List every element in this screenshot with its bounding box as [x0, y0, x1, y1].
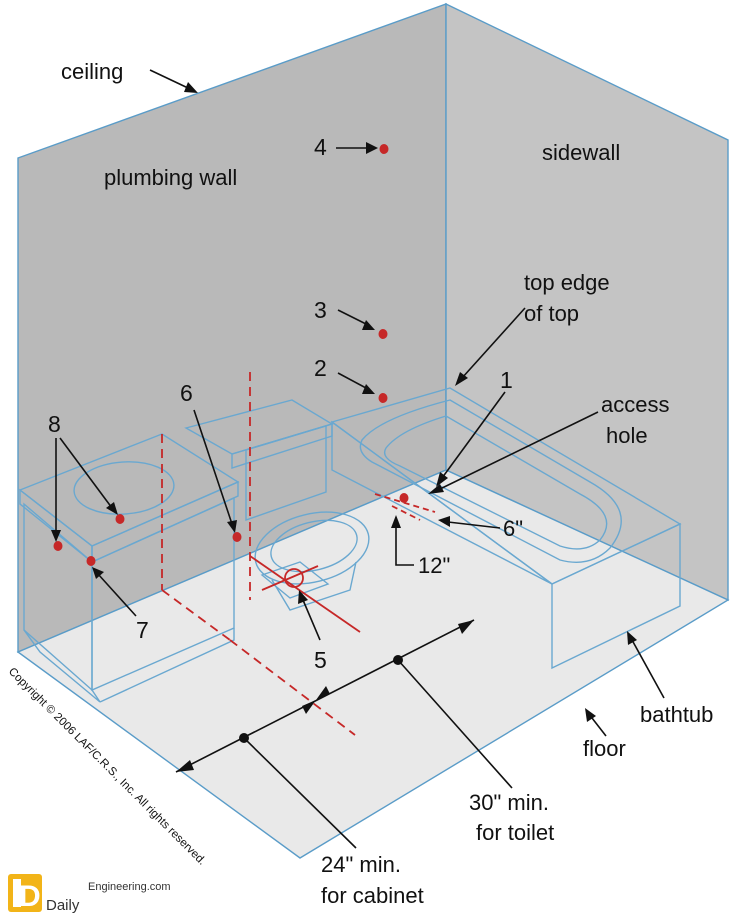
brand-watermark: D Daily Engineering.com: [8, 874, 171, 914]
brand-logo-icon: D: [8, 874, 42, 913]
bathtub-fixture: [330, 387, 682, 670]
label-bathtub: bathtub: [640, 702, 713, 727]
marker-4: 4: [314, 134, 327, 160]
label-plumbing-wall: plumbing wall: [104, 165, 237, 190]
toilet-tank: [245, 425, 327, 521]
point-1: [399, 493, 409, 503]
point-8a: [115, 514, 125, 524]
label-toilet-min-2: for toilet: [476, 820, 554, 845]
marker-3: 3: [314, 297, 327, 323]
floor-surface: [16, 469, 730, 859]
marker-7: 7: [136, 617, 149, 643]
toilet-drain-center: [284, 568, 304, 588]
point-4: [379, 144, 389, 154]
label-sidewall: sidewall: [542, 140, 620, 165]
vanity-sink-basin: [73, 461, 175, 515]
label-top-edge-2: of top: [524, 301, 579, 326]
leader-arrows: [51, 69, 665, 849]
marker-6: 6: [180, 380, 193, 406]
point-2: [378, 393, 388, 403]
brand-name: Daily: [46, 897, 80, 914]
label-top-edge-1: top edge: [524, 270, 610, 295]
marker-8: 8: [48, 411, 61, 437]
point-3: [378, 329, 388, 339]
label-cabinet-min-1: 24" min.: [321, 852, 401, 877]
svg-text:D: D: [19, 880, 41, 913]
brand-site: Engineering.com: [88, 881, 171, 893]
marker-5: 5: [314, 647, 327, 673]
point-8b: [53, 541, 63, 551]
marker-1: 1: [500, 367, 513, 393]
label-toilet-min-1: 30" min.: [469, 790, 549, 815]
layout-lines: [161, 372, 436, 736]
label-access-1: access: [601, 392, 669, 417]
label-6in: 6": [503, 516, 523, 541]
point-6: [232, 532, 242, 542]
toilet-bowl: [254, 511, 370, 585]
supply-points: [53, 144, 409, 566]
point-7: [86, 556, 96, 566]
label-ceiling: ceiling: [61, 59, 123, 84]
marker-2: 2: [314, 355, 327, 381]
label-cabinet-min-2: for cabinet: [321, 883, 424, 908]
floor-dimension: [175, 619, 475, 773]
label-floor: floor: [583, 736, 626, 761]
label-12in: 12": [418, 553, 450, 578]
label-access-2: hole: [606, 423, 648, 448]
